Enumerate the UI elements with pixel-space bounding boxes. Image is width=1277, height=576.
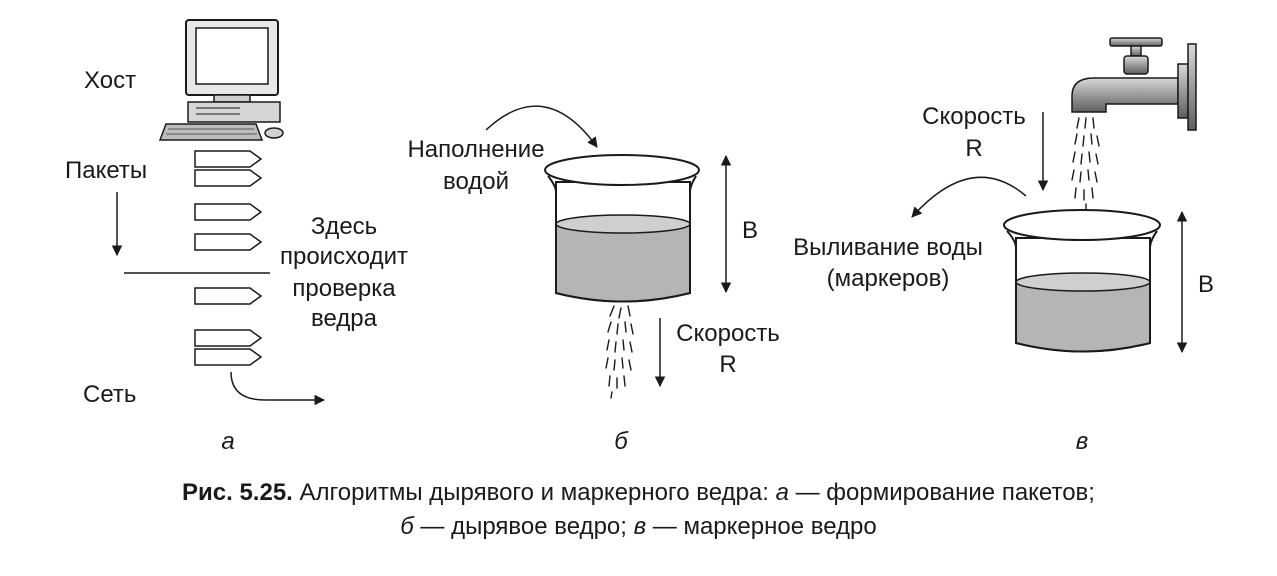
- svg-text:водой: водой: [443, 168, 509, 195]
- faucet-icon: [1071, 37, 1197, 131]
- packet-icon: [194, 287, 263, 305]
- caption-text: — дырявое ведро;: [413, 513, 634, 540]
- caption-text: — формирование пакетов;: [788, 479, 1095, 506]
- svg-text:ведра: ведра: [311, 305, 378, 332]
- caption-text: Алгоритмы дырявого и маркерного ведра:: [292, 479, 776, 506]
- panel-b: Наполнение водой B Скорость R: [407, 105, 780, 455]
- rate-label: Скорость R: [922, 103, 1026, 162]
- svg-text:(маркеров): (маркеров): [827, 265, 950, 292]
- check-label: Здесь происходит проверка ведра: [280, 213, 408, 332]
- faucet-stream: [1071, 117, 1100, 211]
- pour-arrow: [911, 176, 1027, 218]
- packet-stack: [194, 150, 263, 366]
- panel-c-sublabel: в: [1076, 428, 1089, 455]
- svg-text:Скорость: Скорость: [922, 103, 1026, 130]
- leak-stream: [605, 305, 634, 399]
- panel-a: Хост Пакеты Здесь происходит проверка ве…: [65, 19, 408, 455]
- panel-b-sublabel: б: [614, 428, 629, 455]
- network-label: Сеть: [83, 381, 136, 408]
- pour-label: Выливание воды (маркеров): [793, 234, 983, 292]
- figure-number: Рис. 5.25.: [182, 479, 293, 506]
- svg-text:Выливание воды: Выливание воды: [793, 234, 983, 261]
- packet-icon: [194, 329, 263, 347]
- output-arrow: [230, 371, 326, 406]
- caption-text: — маркерное ведро: [646, 513, 877, 540]
- host-computer-icon: [158, 19, 284, 141]
- svg-text:R: R: [965, 135, 982, 162]
- fill-label: Наполнение водой: [407, 136, 544, 195]
- packet-icon: [194, 348, 263, 366]
- token-bucket-icon: [1003, 209, 1161, 353]
- caption-ref-b: б: [400, 513, 414, 540]
- panel-c: Скорость R Выливание воды (маркеров) B в: [793, 37, 1214, 455]
- packet-icon: [194, 169, 263, 187]
- fill-arrow: [485, 105, 598, 148]
- packet-icon: [194, 150, 263, 168]
- caption-line-2: б — дырявое ведро; в — маркерное ведро: [0, 510, 1277, 544]
- host-label: Хост: [84, 67, 136, 94]
- svg-text:Скорость: Скорость: [676, 320, 780, 347]
- caption-ref-a: а: [775, 479, 789, 506]
- packet-icon: [194, 203, 263, 221]
- svg-text:Здесь: Здесь: [311, 213, 377, 240]
- leaky-bucket-icon: [544, 154, 700, 303]
- figure-caption: Рис. 5.25. Алгоритмы дырявого и маркерно…: [0, 476, 1277, 544]
- caption-ref-c: в: [633, 513, 647, 540]
- svg-text:проверка: проверка: [292, 275, 396, 302]
- packet-icon: [194, 233, 263, 251]
- svg-text:Наполнение: Наполнение: [407, 136, 544, 163]
- rate-label: Скорость R: [676, 320, 780, 378]
- svg-text:R: R: [719, 351, 736, 378]
- bucket-capacity-label: B: [742, 217, 758, 244]
- panel-a-sublabel: а: [221, 428, 234, 455]
- svg-text:происходит: происходит: [280, 243, 408, 270]
- bucket-capacity-label: B: [1198, 271, 1214, 298]
- packets-label: Пакеты: [65, 157, 147, 184]
- caption-line-1: Рис. 5.25. Алгоритмы дырявого и маркерно…: [0, 476, 1277, 510]
